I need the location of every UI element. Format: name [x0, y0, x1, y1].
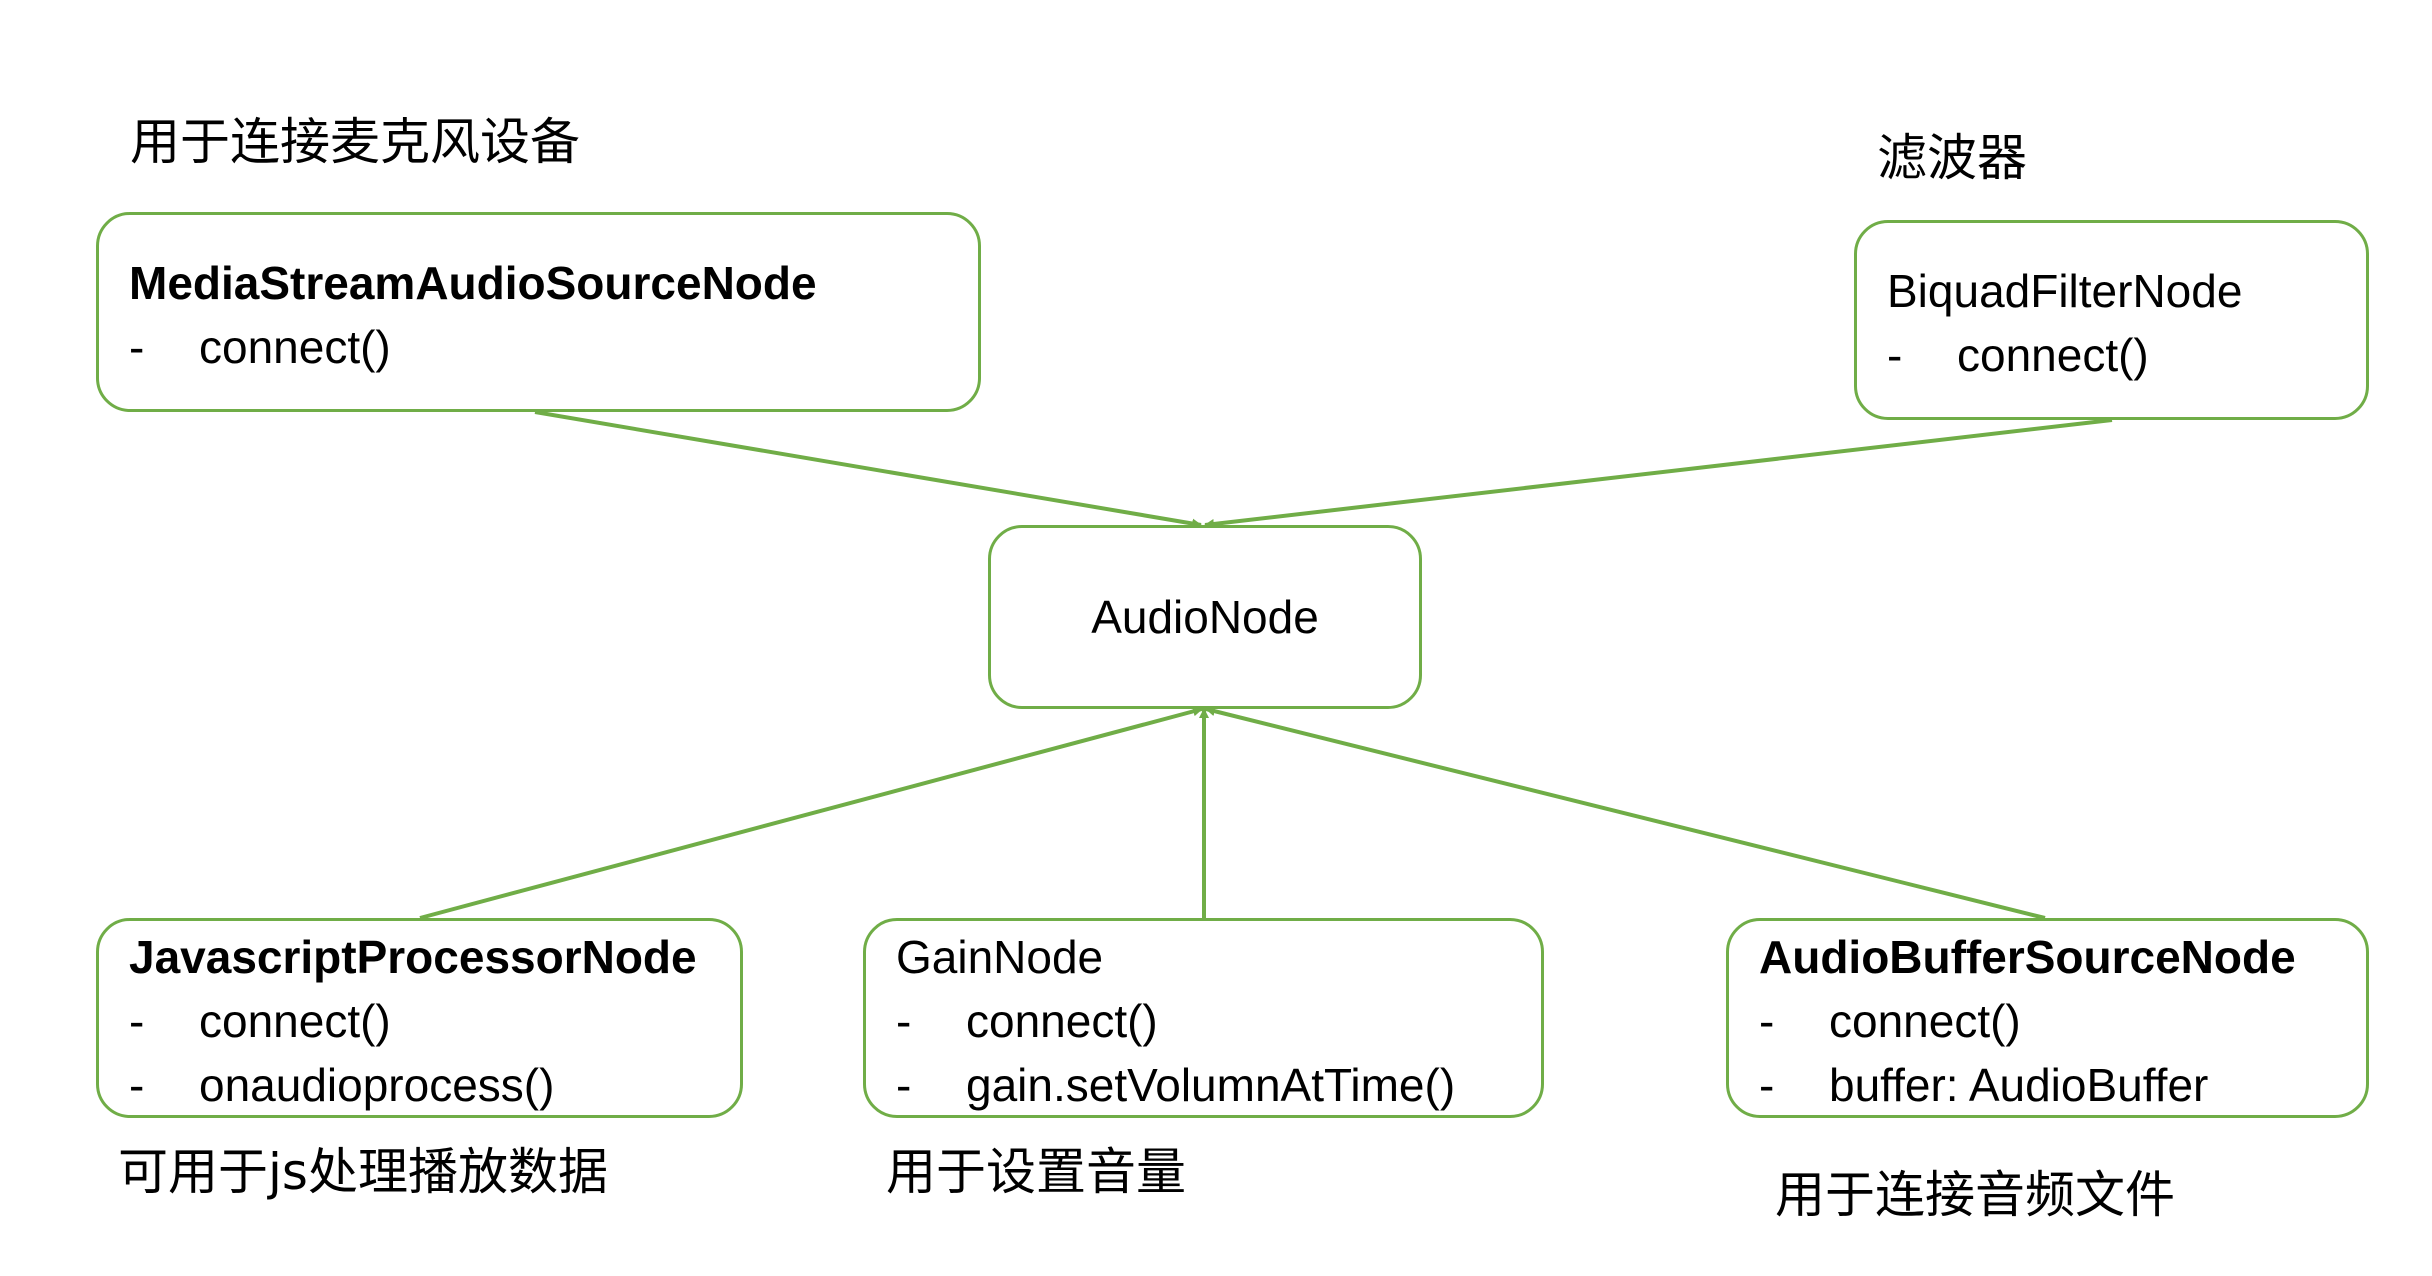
- bullet-dash: -: [129, 995, 145, 1047]
- method-label: gain.setVolumnAtTime(): [966, 1059, 1456, 1111]
- method-label: onaudioprocess(): [199, 1059, 555, 1111]
- caption-audiobuffer: 用于连接音频文件: [1775, 1166, 2175, 1224]
- edge-mediastream-to-audionode: [534, 410, 1202, 529]
- method-item: - connect(): [896, 989, 1511, 1053]
- bullet-dash: -: [1887, 329, 1903, 381]
- node-audio-node: AudioNode: [988, 525, 1422, 709]
- method-item: - connect(): [1759, 989, 2336, 1053]
- method-label: buffer: AudioBuffer: [1829, 1059, 2209, 1111]
- caption-biquad: 滤波器: [1877, 129, 2027, 187]
- caption-gain: 用于设置音量: [886, 1143, 1186, 1201]
- node-title: AudioNode: [1091, 591, 1319, 643]
- method-item: - onaudioprocess(): [129, 1053, 710, 1117]
- caption-mediastream: 用于连接麦克风设备: [130, 113, 580, 171]
- node-title: AudioBufferSourceNode: [1759, 931, 2296, 983]
- node-title: JavascriptProcessorNode: [129, 931, 697, 983]
- method-item: - connect(): [1887, 323, 2336, 387]
- edge-jsprocessor-to-audionode: [419, 706, 1203, 920]
- method-label: connect(): [199, 995, 391, 1047]
- bullet-dash: -: [896, 995, 912, 1047]
- bullet-dash: -: [1759, 995, 1775, 1047]
- method-label: connect(): [199, 321, 391, 373]
- method-item: - connect(): [129, 989, 710, 1053]
- edge-biquad-to-audionode: [1204, 418, 2113, 529]
- node-biquad-filter: BiquadFilterNode - connect(): [1854, 220, 2369, 420]
- caption-jsprocessor: 可用于js处理播放数据: [118, 1143, 608, 1201]
- method-label: connect(): [1829, 995, 2021, 1047]
- node-audio-buffer-source: AudioBufferSourceNode - connect() - buffer…: [1726, 918, 2369, 1118]
- node-javascript-processor: JavascriptProcessorNode - connect() - onau…: [96, 918, 743, 1118]
- node-title: BiquadFilterNode: [1887, 265, 2243, 317]
- node-title: MediaStreamAudioSourceNode: [129, 257, 817, 309]
- bullet-dash: -: [1759, 1059, 1775, 1111]
- method-item: - gain.setVolumnAtTime(): [896, 1053, 1511, 1117]
- bullet-dash: -: [129, 1059, 145, 1111]
- edge-audiobuffer-to-audionode: [1205, 706, 2046, 920]
- node-mediastream-audio-source: MediaStreamAudioSourceNode - connect(): [96, 212, 981, 412]
- method-item: - buffer: AudioBuffer: [1759, 1053, 2336, 1117]
- node-title: GainNode: [896, 931, 1104, 983]
- node-gain: GainNode - connect() - gain.setVolumnAtTim…: [863, 918, 1544, 1118]
- method-item: - connect(): [129, 315, 948, 379]
- bullet-dash: -: [129, 321, 145, 373]
- method-label: connect(): [966, 995, 1158, 1047]
- method-label: connect(): [1957, 329, 2149, 381]
- bullet-dash: -: [896, 1059, 912, 1111]
